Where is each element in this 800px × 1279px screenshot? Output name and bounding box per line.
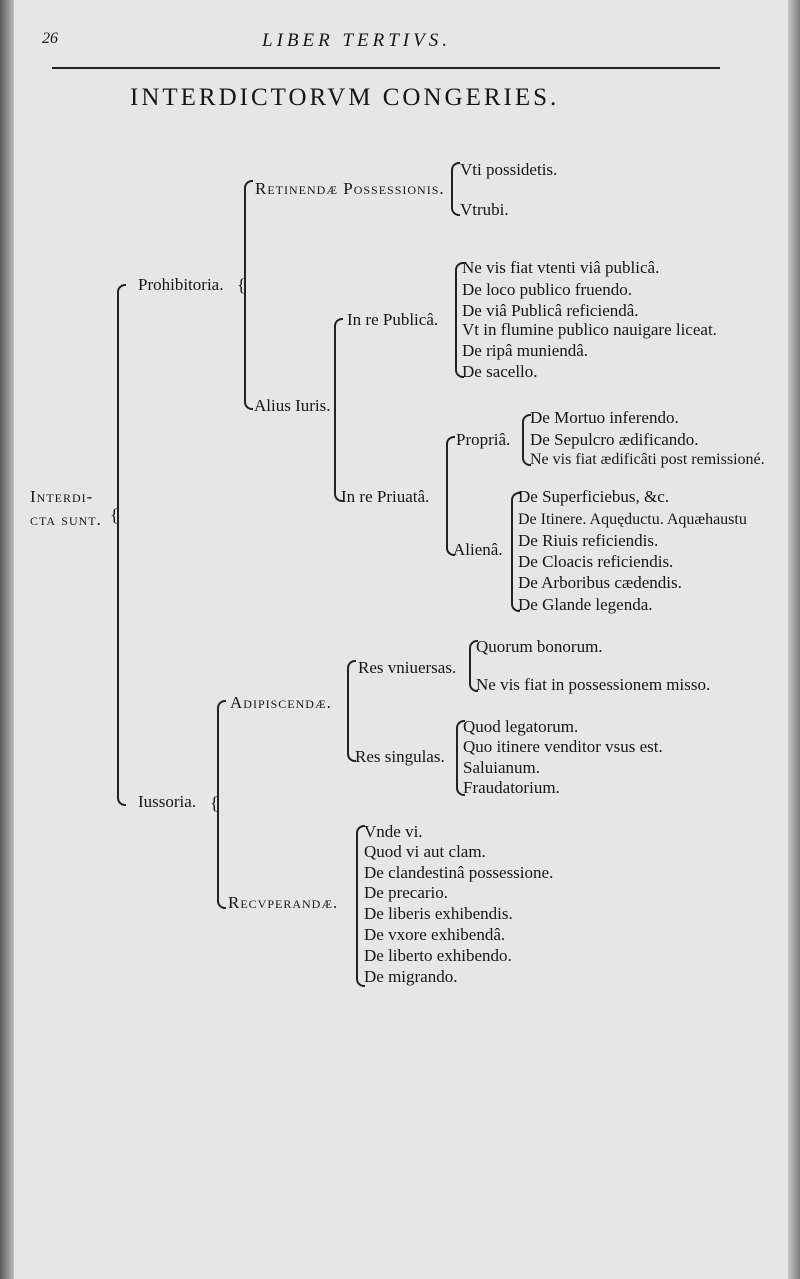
- list-item: De liberto exhibendo.: [364, 946, 512, 965]
- list-item: De loco publico fruendo.: [462, 280, 632, 299]
- root-label-line1: Interdi-: [30, 487, 94, 506]
- bracket-point: {: [210, 793, 219, 813]
- list-item: Quorum bonorum.: [476, 637, 603, 656]
- singulas-bracket: [456, 720, 465, 796]
- list-item: Ne vis fiat in possessionem misso.: [476, 675, 711, 694]
- list-item: De viâ Publicâ reficiendâ.: [462, 301, 639, 320]
- list-item: Saluianum.: [463, 758, 540, 777]
- recuperandae-bracket: [356, 825, 365, 987]
- page-edge-shadow: [788, 0, 800, 1279]
- priuata-bracket: [446, 436, 455, 556]
- adipiscendae-bracket: [347, 660, 356, 762]
- list-item: Quo itinere venditor vsus est.: [463, 737, 663, 756]
- aliena-bracket: [511, 492, 520, 612]
- list-item: De sacello.: [462, 362, 538, 381]
- page-title: INTERDICTORVM CONGERIES.: [130, 84, 560, 111]
- iussoria-bracket: [217, 700, 226, 909]
- alius-iuris-bracket: [334, 318, 343, 502]
- adipiscendae-label: Adipiscendæ.: [230, 693, 332, 712]
- list-item: De clandestinâ possessione.: [364, 863, 554, 882]
- list-item: Quod vi aut clam.: [364, 842, 486, 861]
- iussoria-label: Iussoria.: [138, 792, 197, 811]
- propria-label: Propriâ.: [456, 430, 511, 449]
- root-label-line2: cta sunt.: [30, 510, 102, 529]
- aliena-label: Alienâ.: [453, 540, 503, 559]
- list-item: Quod legatorum.: [463, 717, 579, 736]
- list-item: De Itinere. Aquęductu. Aquæhaustu: [518, 511, 747, 528]
- publica-bracket: [455, 262, 464, 378]
- list-item: Vti possidetis.: [460, 160, 558, 179]
- list-item: Fraudatorium.: [463, 778, 560, 797]
- retinendae-label: Retinendæ Possessionis.: [255, 179, 445, 198]
- list-item: De liberis exhibendis.: [364, 904, 513, 923]
- list-item: De ripâ muniendâ.: [462, 341, 589, 360]
- header-rule: [52, 67, 720, 69]
- list-item: De vxore exhibendâ.: [364, 925, 506, 944]
- bracket-point: {: [110, 505, 119, 525]
- list-item: De Riuis reficiendis.: [518, 531, 659, 550]
- list-item: Vtrubi.: [460, 200, 509, 219]
- list-item: De Glande legenda.: [518, 595, 653, 614]
- list-item: De Superficiebus, &c.: [518, 487, 670, 506]
- vniuersas-label: Res vniuersas.: [358, 658, 457, 677]
- root-bracket: [117, 284, 126, 806]
- publica-label: In re Publicâ.: [347, 310, 439, 329]
- singulas-label: Res singulas.: [355, 747, 445, 766]
- prohibitoria-label: Prohibitoria.: [138, 275, 224, 294]
- bracket-point: {: [237, 275, 246, 295]
- alius-iuris-label: Alius Iuris.: [254, 396, 331, 415]
- list-item: Ne vis fiat vtenti viâ publicâ.: [462, 258, 660, 277]
- list-item: De Sepulcro ædificando.: [530, 430, 699, 449]
- running-title: LIBER TERTIVS.: [262, 30, 451, 51]
- page-number: 26: [42, 30, 58, 47]
- list-item: Vnde vi.: [364, 822, 423, 841]
- book-gutter-shadow: [0, 0, 14, 1279]
- propria-bracket: [522, 414, 531, 466]
- prohibitoria-bracket: [244, 180, 253, 410]
- vniuersas-bracket: [469, 640, 478, 692]
- retinendae-bracket: [451, 162, 460, 216]
- list-item: De precario.: [364, 883, 449, 902]
- list-item: De migrando.: [364, 967, 458, 986]
- list-item: De Cloacis reficiendis.: [518, 552, 674, 571]
- list-item: De Mortuo inferendo.: [530, 408, 679, 427]
- list-item: De Arboribus cædendis.: [518, 573, 682, 592]
- priuata-label: In re Priuatâ.: [341, 487, 430, 506]
- recuperandae-label: Recvperandæ.: [228, 893, 339, 912]
- list-item: Ne vis fiat ædificâti post remissioné.: [530, 451, 765, 468]
- list-item: Vt in flumine publico nauigare liceat.: [462, 320, 717, 339]
